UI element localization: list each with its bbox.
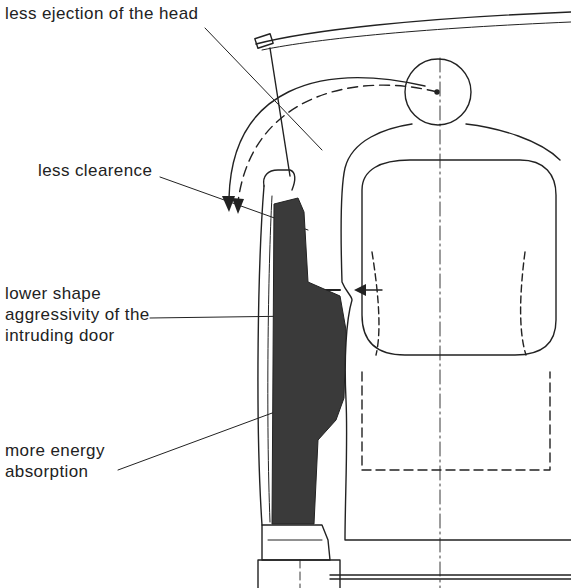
arrow-head [232,198,244,214]
door-outer-skin [258,186,264,525]
floor [330,575,571,579]
shoulder-right [466,124,560,160]
roof-line [256,12,571,44]
callout-label: less clearence [38,160,238,181]
torso-outline [362,160,556,355]
door-inner-skin [268,196,272,522]
door-trim [272,198,346,524]
roof-inner-line [262,22,571,50]
sill [262,525,330,560]
center-line [440,58,441,588]
leader-line [205,28,322,150]
pelvis-outline [362,372,550,470]
arm-right [521,252,526,355]
wheel [258,560,340,588]
callout-label: less ejection of the head [5,3,305,24]
door-top [264,170,295,190]
arm-left [372,252,379,355]
seat-outline [341,124,571,540]
intrusion-arrow-shaft [364,289,382,290]
sill-line [268,540,322,541]
roof-rail [255,34,273,48]
arrow-head [222,196,235,212]
callout-label: more energy absorption [5,440,125,482]
arrow-head [354,284,366,296]
wheel-axis [300,560,301,588]
head-trajectory [229,78,425,198]
window-line [270,48,290,176]
head-trajectory-reduced [238,85,437,202]
occupant-head [405,59,471,125]
callout-label: lower shape aggressivity of the intrudin… [5,283,150,346]
